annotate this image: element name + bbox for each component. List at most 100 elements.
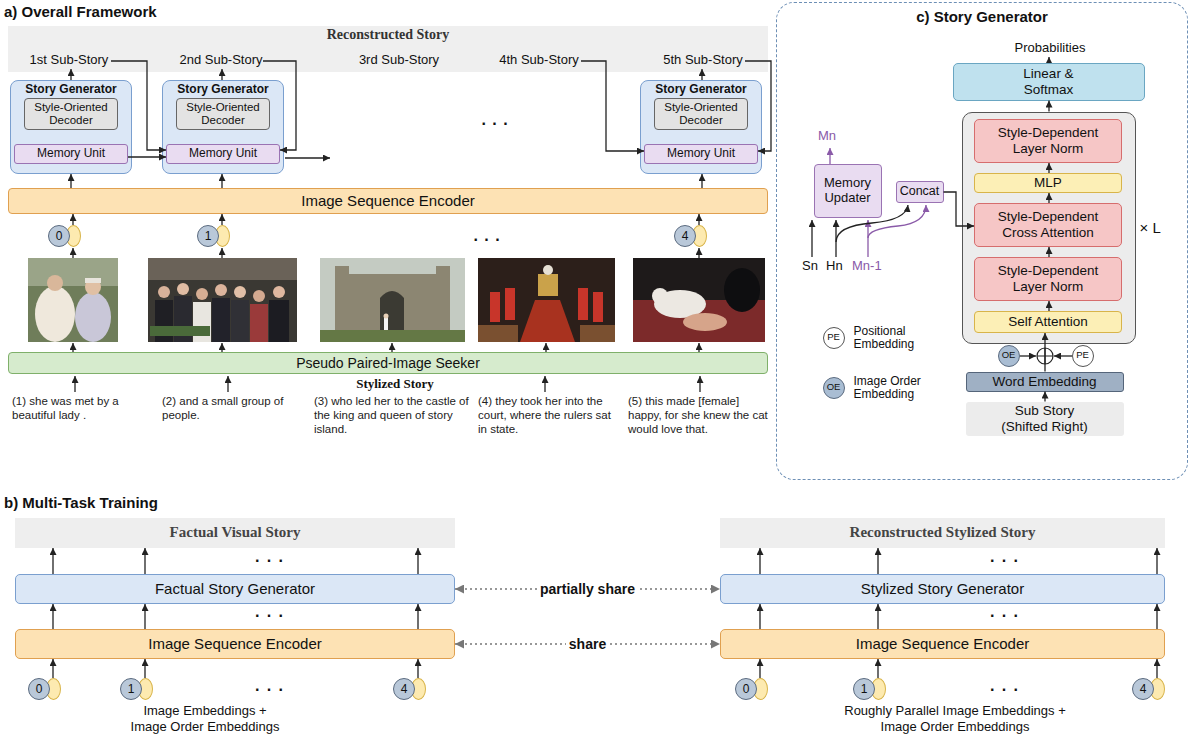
memory-wire (811, 220, 812, 257)
story-sentence: (1) she was met by a beautiful lady . (12, 394, 147, 422)
photo-wedding (28, 258, 118, 342)
sub-story-label: 5th Sub-Story (661, 51, 745, 69)
story-band: Factual Visual Story (15, 518, 455, 548)
story-sentence: (2) and a small group of people. (162, 394, 297, 422)
node-text: 3rd Sub-Story (359, 53, 439, 68)
node-text: Word Embedding (992, 374, 1096, 390)
symbol-label: Hn (826, 258, 846, 274)
flow-arrow (698, 248, 699, 258)
flow-arrow (70, 174, 71, 188)
flow-arrow (128, 156, 166, 157)
flow-arrow (285, 157, 330, 158)
photo-castle (335, 274, 450, 332)
flow-arrow (52, 659, 53, 678)
photo-group (150, 326, 210, 336)
photo-court (543, 265, 553, 275)
node-text: Story Generator (177, 83, 268, 97)
node-text: Pseudo Paired-Image Seeker (296, 355, 480, 371)
flow-arrow (144, 659, 145, 678)
photo-wedding (85, 278, 101, 283)
node-text: 0 (48, 225, 70, 247)
decoder-box: Style-Oriented Decoder (654, 98, 748, 130)
symbol-label: Sn (802, 258, 822, 274)
flow-arrow (74, 376, 75, 392)
order-embedding-circle: 1 (120, 678, 154, 700)
sub-story-label: 3rd Sub-Story (357, 51, 441, 69)
ellipsis: · · · (985, 680, 1025, 699)
flow-arrow (877, 659, 878, 678)
node-text: Style-Dependent Cross Attention (988, 209, 1108, 240)
flow-arrow (221, 248, 222, 258)
node-text: Sub Story (Shifted Right) (995, 403, 1095, 434)
photo-group (148, 258, 297, 342)
generator-band: Factual Story Generator (15, 574, 455, 604)
flow-arrow (221, 214, 222, 225)
node-text: PE (1076, 350, 1089, 361)
flow-arrow (1048, 247, 1049, 257)
memory-unit-box: Memory Unit (14, 144, 128, 164)
story-band: Reconstructed Stylized Story (720, 518, 1165, 548)
node-text: OE (1002, 350, 1016, 361)
flow-arrow (263, 61, 296, 150)
photo-group (250, 304, 268, 342)
encoder-band: Image Sequence Encoder (8, 188, 768, 214)
order-embedding-circle: 4 (674, 225, 708, 247)
node-text: 4 (393, 678, 415, 700)
photo-castle (320, 258, 465, 342)
node-text: Memory Unit (37, 147, 105, 161)
flow-arrow (221, 69, 222, 80)
node-text: Story Generator (25, 83, 116, 97)
node-text: Stylized Story Generator (861, 580, 1024, 597)
flow-arrow (1156, 548, 1157, 574)
node-text: 4 (674, 225, 696, 247)
node-caption: Positional Embedding (854, 325, 938, 353)
order-embedding-circle: 0 (28, 678, 62, 700)
input-box: Sub Story (Shifted Right) (966, 402, 1124, 436)
node-text: 4th Sub-Story (499, 53, 579, 68)
input-caption: Image Embeddings + Image Order Embedding… (130, 703, 280, 734)
photo-castle (320, 258, 465, 342)
flow-arrow (417, 604, 418, 629)
node-text: Memory Updater (817, 176, 879, 206)
photo-group (148, 258, 297, 280)
sub-story-label: 1st Sub-Story (27, 51, 111, 69)
node-text: 1 (853, 678, 875, 700)
node-text: Reconstructed Stylized Story (850, 524, 1036, 541)
order-embedding-circle: 1 (197, 225, 231, 247)
node-text: Linear & Softmax (1004, 66, 1094, 97)
legend-circle: PEPositional Embedding (823, 327, 845, 349)
story-sentence: (4) they took her into the court, where … (478, 394, 620, 436)
node-text: Image Sequence Encoder (148, 635, 321, 652)
flow-arrow (1048, 101, 1049, 112)
ellipsis: · · · (250, 606, 290, 625)
node-text: MLP (1034, 175, 1062, 191)
story-sentence: (3) who led her to the castle of the kin… (314, 394, 469, 436)
flow-arrow (391, 343, 392, 352)
flow-arrow (72, 343, 73, 352)
node-text: 0 (735, 678, 757, 700)
legend-circle: OEImage Order Embedding (823, 377, 845, 399)
node-text: 0 (28, 678, 50, 700)
node-text: 1 (120, 678, 142, 700)
order-embedding-circle: 0 (48, 225, 82, 247)
flow-arrow (699, 376, 700, 392)
flow-arrow (72, 248, 73, 258)
photo-group (269, 300, 289, 342)
node-text: Image Sequence Encoder (301, 192, 474, 209)
generator-band: Stylized Story Generator (720, 574, 1165, 604)
ellipsis: · · · (250, 551, 290, 570)
section-label: Stylized Story (335, 376, 455, 392)
order-embedding-circle: 4 (1132, 678, 1166, 700)
section-title: a) Overall Framework (4, 3, 224, 21)
flow-arrow (544, 376, 545, 392)
memory-unit-box: Memory Unit (166, 144, 280, 164)
flow-arrow (877, 548, 878, 574)
input-caption: Roughly Parallel Image Embeddings + Imag… (840, 703, 1070, 734)
flow-arrow (1156, 659, 1157, 678)
flow-arrow (417, 659, 418, 678)
node-text: Concat (900, 184, 940, 198)
flow-arrow (1020, 355, 1036, 356)
flow-arrow (1054, 355, 1072, 356)
photo-castle (384, 314, 389, 319)
node-text: OE (827, 382, 841, 393)
